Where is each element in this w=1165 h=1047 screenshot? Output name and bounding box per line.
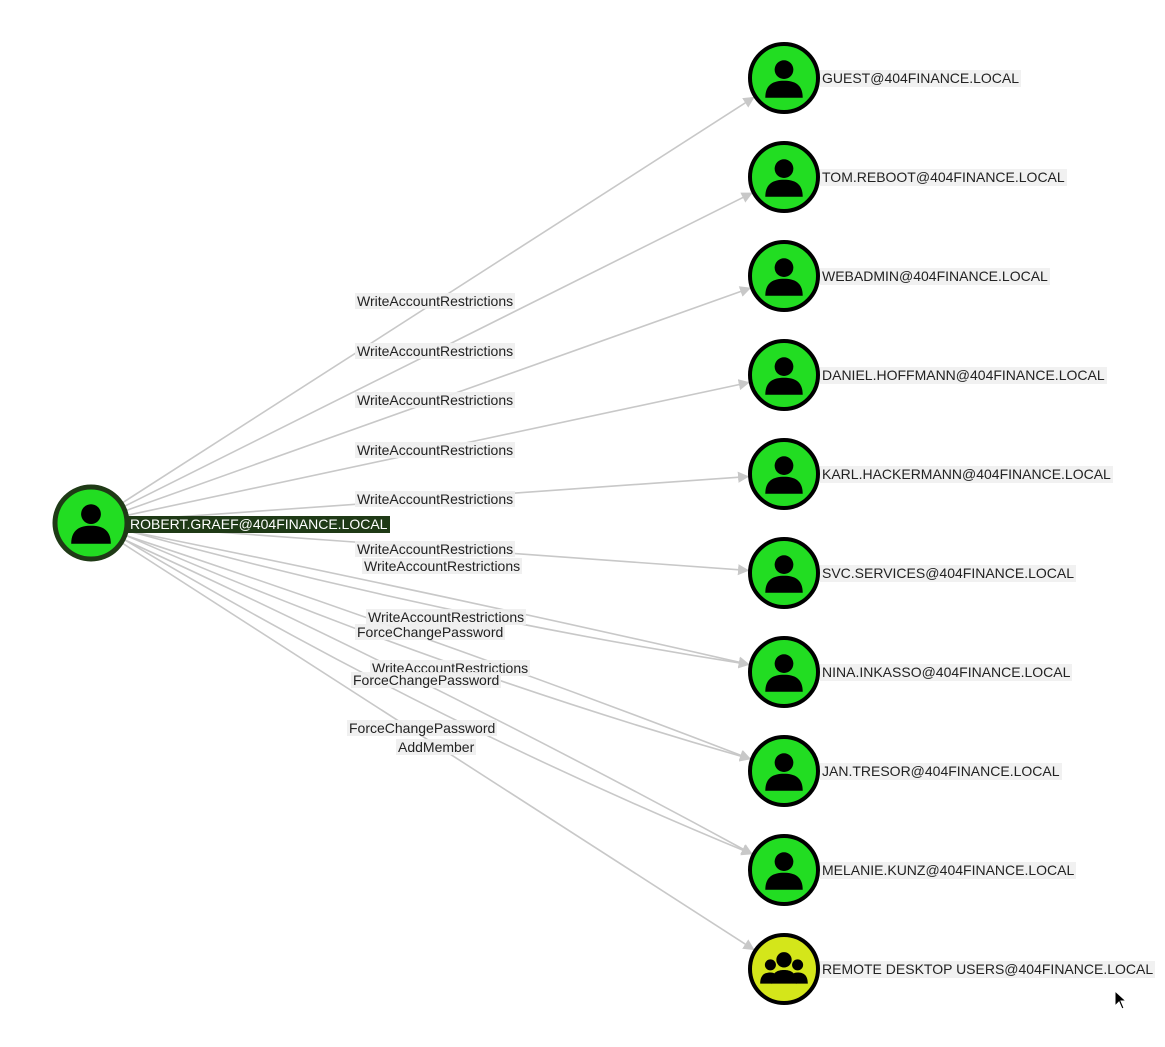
target-node-label-0: GUEST@404FINANCE.LOCAL	[820, 70, 1022, 87]
edge-label-10: ForceChangePassword	[351, 672, 502, 688]
target-node-7[interactable]	[748, 735, 820, 807]
edge-10[interactable]	[126, 535, 752, 761]
edge-label-11: ForceChangePassword	[347, 720, 498, 736]
target-node-label-7: JAN.TRESOR@404FINANCE.LOCAL	[820, 763, 1062, 780]
edge-label-7: WriteAccountRestrictions	[366, 609, 527, 625]
target-node-label-2: WEBADMIN@404FINANCE.LOCAL	[820, 268, 1050, 285]
edge-6[interactable]	[127, 530, 750, 669]
edge-9[interactable]	[127, 530, 750, 668]
target-node-2[interactable]	[748, 240, 820, 312]
target-node-label-9: REMOTE DESKTOP USERS@404FINANCE.LOCAL	[820, 961, 1156, 978]
target-node-8[interactable]	[748, 834, 820, 906]
source-node-label: ROBERT.GRAEF@404FINANCE.LOCAL	[127, 516, 391, 533]
target-node-5[interactable]	[748, 537, 820, 609]
edge-label-0: WriteAccountRestrictions	[355, 293, 516, 309]
target-node-6[interactable]	[748, 636, 820, 708]
target-node-label-4: KARL.HACKERMANN@404FINANCE.LOCAL	[820, 466, 1113, 483]
edge-label-12: AddMember	[396, 739, 477, 755]
edge-label-3: WriteAccountRestrictions	[355, 442, 516, 458]
edge-label-1: WriteAccountRestrictions	[355, 343, 516, 359]
edge-label-2: WriteAccountRestrictions	[355, 392, 516, 408]
edge-label-5: WriteAccountRestrictions	[355, 541, 516, 557]
target-node-label-8: MELANIE.KUNZ@404FINANCE.LOCAL	[820, 862, 1077, 879]
source-node[interactable]	[52, 484, 130, 562]
target-node-1[interactable]	[748, 141, 820, 213]
target-node-0[interactable]	[748, 42, 820, 114]
target-node-label-1: TOM.REBOOT@404FINANCE.LOCAL	[820, 169, 1067, 186]
target-node-3[interactable]	[748, 339, 820, 411]
target-node-label-3: DANIEL.HOFFMANN@404FINANCE.LOCAL	[820, 367, 1107, 384]
edge-11[interactable]	[124, 539, 753, 855]
target-node-label-6: NINA.INKASSO@404FINANCE.LOCAL	[820, 664, 1073, 681]
edge-label-6: WriteAccountRestrictions	[362, 558, 523, 574]
edge-8[interactable]	[124, 539, 753, 856]
target-node-4[interactable]	[748, 438, 820, 510]
edge-7[interactable]	[126, 535, 752, 762]
mouse-cursor-icon	[1114, 990, 1128, 1010]
edge-label-4: WriteAccountRestrictions	[355, 491, 516, 507]
target-node-label-5: SVC.SERVICES@404FINANCE.LOCAL	[820, 565, 1077, 582]
edge-label-9: ForceChangePassword	[355, 624, 506, 640]
target-node-9[interactable]	[748, 933, 820, 1005]
